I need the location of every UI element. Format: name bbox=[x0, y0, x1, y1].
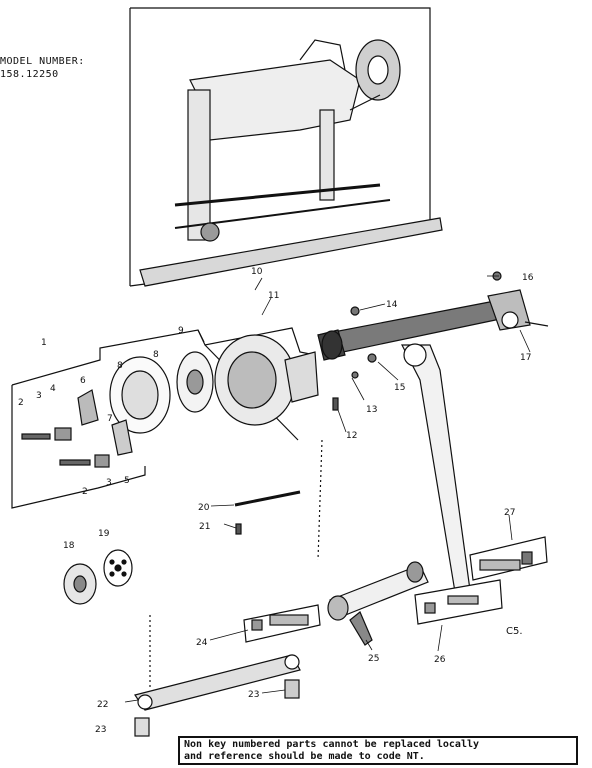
callout-23-second: 23 bbox=[95, 725, 106, 735]
callout-25: 25 bbox=[368, 654, 379, 664]
callout-5: 5 bbox=[124, 476, 130, 486]
callout-17: 17 bbox=[520, 353, 531, 363]
callout-10: 10 bbox=[251, 267, 263, 277]
callout-11: 11 bbox=[268, 291, 279, 301]
callout-19: 19 bbox=[98, 529, 110, 539]
callout-26: 26 bbox=[434, 655, 446, 665]
callout-27: 27 bbox=[504, 508, 515, 518]
callout-8-second: 8 bbox=[153, 350, 159, 360]
callout-labels: 1 2 3 4 5 6 7 8 9 10 11 12 13 14 15 16 1… bbox=[18, 267, 534, 735]
feed-assembly bbox=[134, 439, 548, 737]
callout-23: 23 bbox=[248, 690, 259, 700]
callout-4: 4 bbox=[50, 384, 56, 394]
callout-16: 16 bbox=[522, 273, 534, 283]
callout-14: 14 bbox=[386, 300, 398, 310]
leader-lines bbox=[124, 275, 531, 703]
replacement-note: Non key numbered parts cannot be replace… bbox=[178, 736, 578, 765]
callout-24: 24 bbox=[196, 638, 208, 648]
callout-6: 6 bbox=[80, 376, 86, 386]
callout-13: 13 bbox=[366, 405, 377, 415]
callout-21: 21 bbox=[199, 522, 210, 532]
callout-18: 18 bbox=[63, 541, 75, 551]
callout-9: 9 bbox=[178, 326, 184, 336]
callout-20: 20 bbox=[198, 503, 210, 513]
machine-frame-inset bbox=[129, 7, 443, 287]
bobbin-parts bbox=[63, 549, 133, 605]
callout-8: 8 bbox=[117, 361, 123, 371]
callout-7: 7 bbox=[107, 414, 113, 424]
model-number-title: MODEL NUMBER: bbox=[0, 56, 85, 67]
page-code: C5. bbox=[506, 626, 523, 637]
bobbin-case-group bbox=[11, 327, 319, 509]
model-number-value: 158.12250 bbox=[0, 69, 59, 80]
callout-1: 1 bbox=[41, 338, 47, 348]
note-line-1: Non key numbered parts cannot be replace… bbox=[184, 739, 480, 750]
callout-2-second: 2 bbox=[82, 487, 88, 497]
callout-15: 15 bbox=[394, 383, 405, 393]
callout-3: 3 bbox=[36, 391, 42, 401]
callout-22: 22 bbox=[97, 700, 108, 710]
note-line-2: and reference should be made to code NT. bbox=[184, 751, 425, 762]
callout-2: 2 bbox=[18, 398, 24, 408]
callout-12: 12 bbox=[346, 431, 357, 441]
callout-3-second: 3 bbox=[106, 478, 112, 488]
